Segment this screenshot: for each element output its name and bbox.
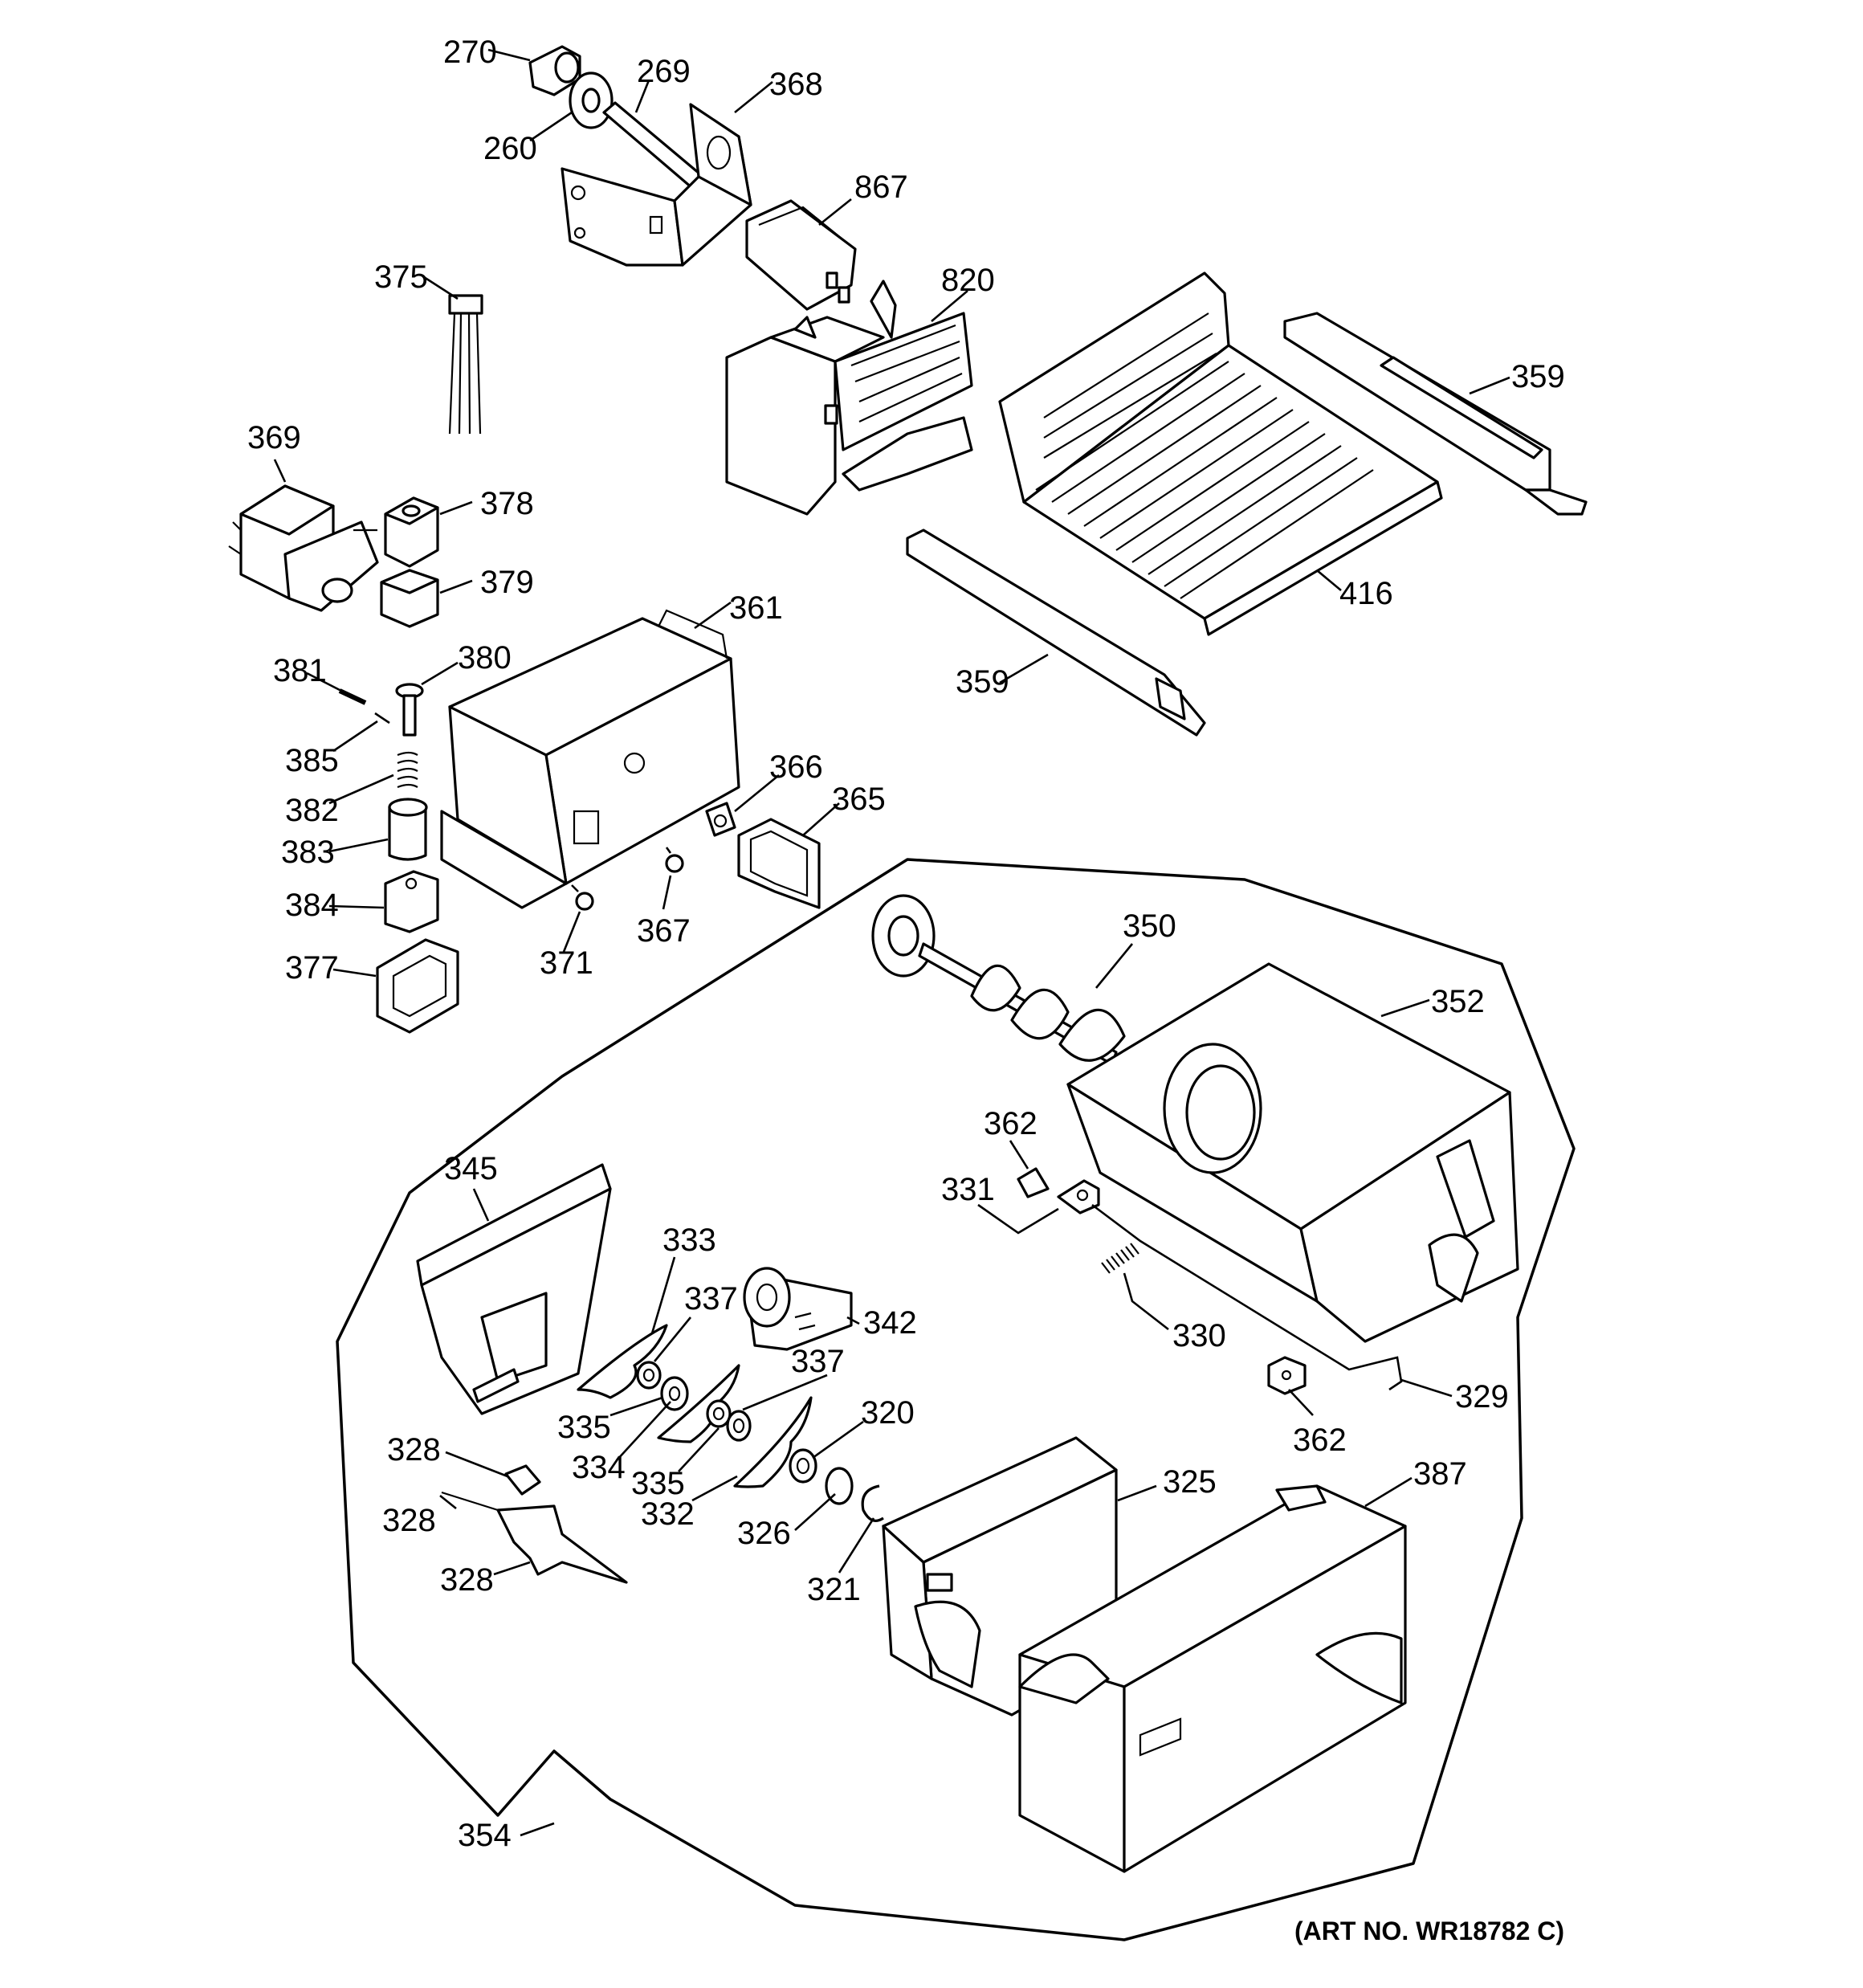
part-342 [743,1267,853,1351]
part-867 [745,199,857,311]
callout-325: 325 [1163,1464,1217,1500]
part-328 [441,1464,628,1584]
callout-328-top: 328 [387,1432,441,1468]
part-369 [228,484,379,612]
part-365 [737,818,821,909]
part-335-spacer [706,1399,732,1428]
callout-377: 377 [285,950,339,986]
part-371 [571,884,594,911]
callout-365: 365 [832,782,886,817]
callout-368: 368 [769,67,823,102]
part-332 [733,1396,813,1488]
callout-354: 354 [458,1818,512,1853]
callout-362-lower: 362 [1293,1423,1347,1458]
part-375 [448,294,483,435]
part-382 [397,751,418,789]
part-333 [577,1324,668,1399]
part-329 [1091,1203,1403,1391]
callout-335-lower: 335 [631,1466,685,1501]
callout-379: 379 [480,565,534,600]
part-387 [1018,1484,1407,1873]
callout-383: 383 [281,835,335,870]
callout-269: 269 [637,54,691,89]
callout-270: 270 [443,35,497,70]
part-367 [665,847,684,873]
callout-382: 382 [285,793,339,828]
part-331 [1057,1179,1100,1214]
part-368 [561,103,752,267]
callout-332: 332 [641,1496,695,1532]
part-362-lower [1267,1356,1307,1395]
callout-328-middle: 328 [382,1503,436,1538]
part-334 [660,1376,689,1411]
callout-330: 330 [1172,1318,1226,1353]
part-337-upper [636,1361,662,1390]
callout-359-right: 359 [1511,359,1565,394]
part-384 [384,870,439,933]
callout-337-lower: 337 [791,1344,845,1379]
callout-335-upper: 335 [557,1410,611,1445]
part-352 [1066,962,1519,1343]
callout-375: 375 [374,259,428,295]
callout-380: 380 [458,640,512,676]
part-820 [725,280,973,516]
callout-342: 342 [863,1305,917,1341]
callout-867: 867 [854,169,908,205]
part-380 [395,683,424,737]
callout-369: 369 [247,420,301,455]
part-260 [569,71,614,129]
callout-334: 334 [572,1450,626,1485]
part-361 [440,609,740,909]
part-321 [861,1484,884,1522]
part-378 [384,496,439,568]
callout-331: 331 [941,1172,995,1207]
callout-320: 320 [861,1395,915,1431]
part-379 [380,569,439,628]
callout-381: 381 [273,653,327,688]
callout-328-bottom: 328 [440,1562,494,1598]
part-377 [376,938,459,1034]
part-359-rail-right [1283,312,1588,516]
callout-371: 371 [540,945,593,981]
callout-352: 352 [1431,984,1485,1019]
callout-366: 366 [769,749,823,785]
part-362-upper [1017,1167,1050,1198]
part-320 [789,1448,817,1484]
part-350 [871,894,1126,1066]
part-359-rail-left [906,529,1206,737]
leader-lines [273,48,1510,1837]
part-366 [705,802,736,837]
callout-384: 384 [285,888,339,923]
callout-820: 820 [941,263,995,298]
callout-345: 345 [444,1151,498,1186]
callout-359-left: 359 [956,664,1009,700]
callout-367: 367 [637,913,691,949]
callout-labels: 270 269 368 260 867 820 375 359 369 378 … [247,35,1565,1853]
callout-333: 333 [662,1223,716,1258]
part-330 [1101,1243,1139,1274]
callout-350: 350 [1123,908,1176,944]
callout-362-upper: 362 [984,1106,1037,1141]
callout-326: 326 [737,1516,791,1551]
part-385 [374,712,390,725]
part-345 [416,1163,612,1415]
part-381 [338,688,367,705]
dispenser-assembly-outline [336,858,1576,1941]
callout-329: 329 [1455,1379,1509,1414]
part-383 [388,798,428,861]
callout-337-upper: 337 [684,1281,738,1316]
callout-378: 378 [480,486,534,521]
callout-321: 321 [807,1572,861,1607]
art-number: (ART NO. WR18782 C) [1294,1917,1564,1945]
callout-260: 260 [483,131,537,166]
part-337-lower [726,1410,752,1442]
callout-361: 361 [729,590,783,626]
part-416 [998,271,1443,636]
callout-387: 387 [1413,1456,1467,1492]
callout-385: 385 [285,743,339,778]
callout-416: 416 [1339,576,1393,611]
